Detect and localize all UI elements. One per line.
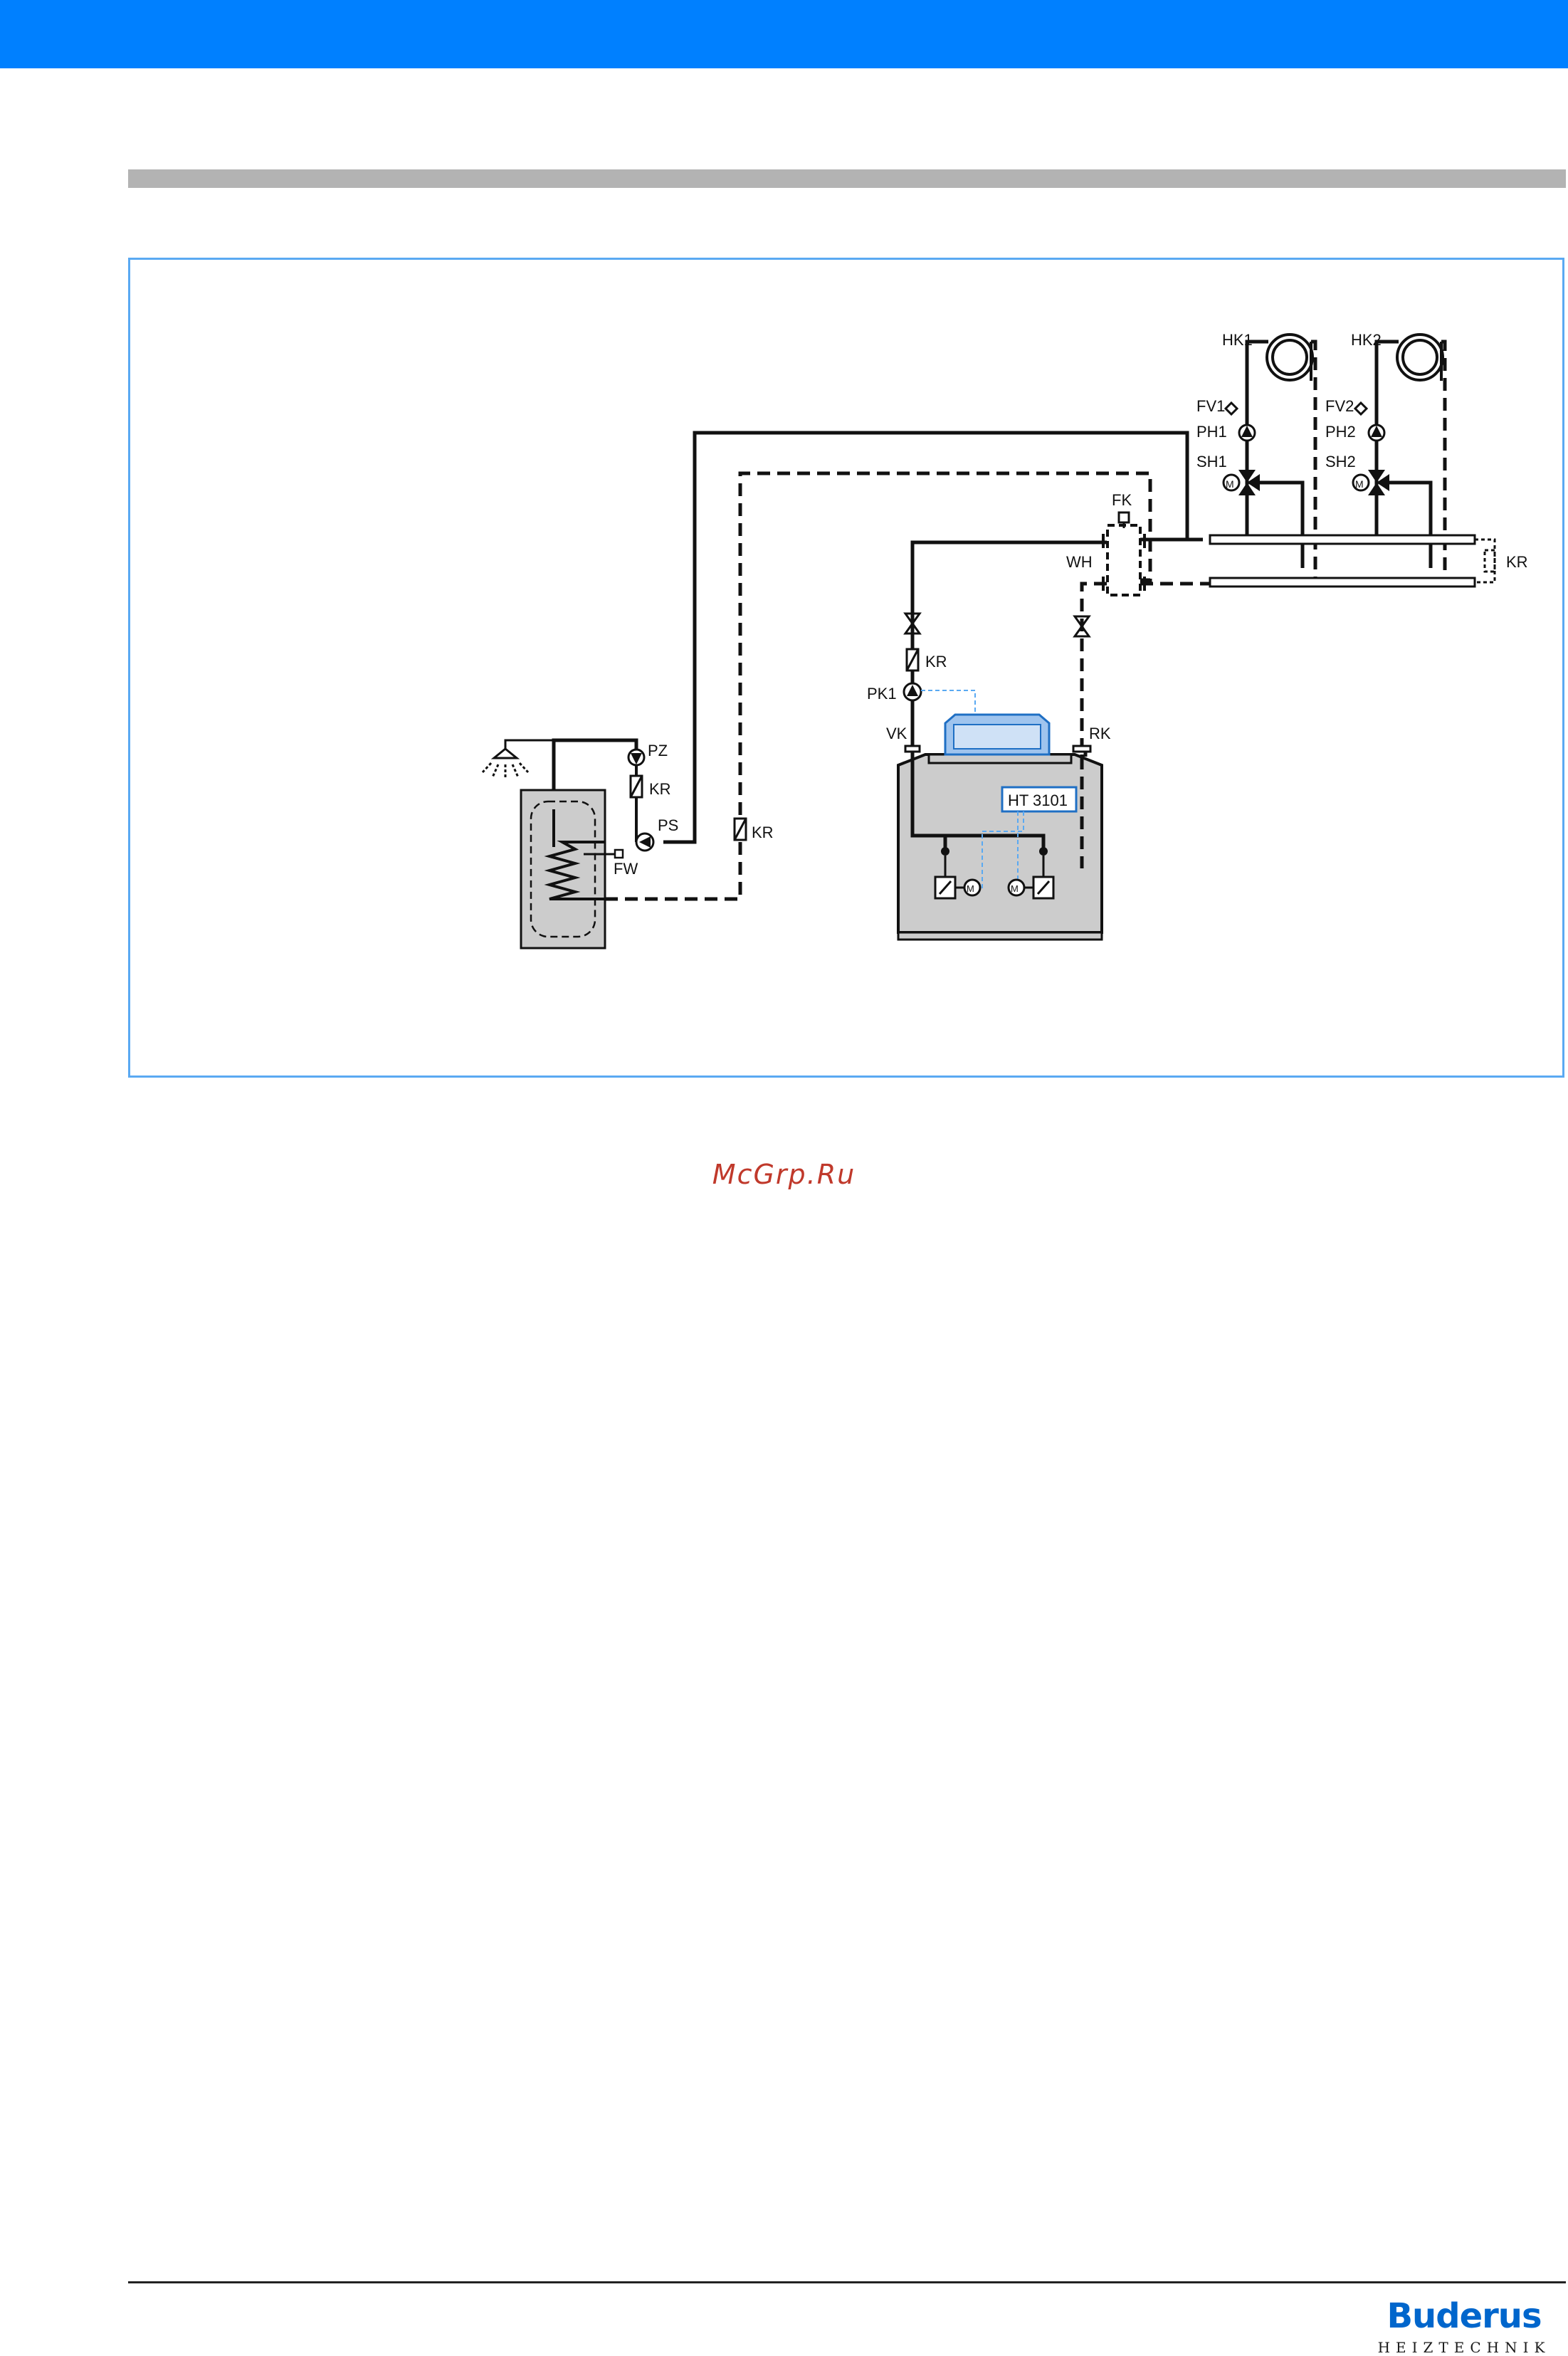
label-fw: FW [614, 860, 638, 878]
motor-icon: M [1353, 475, 1369, 490]
boiler [898, 746, 1102, 940]
label-kr-boiler: KR [925, 653, 947, 670]
motor-icon: M [1009, 880, 1024, 895]
pump-icon [904, 683, 921, 700]
label-ph2: PH2 [1325, 423, 1356, 441]
label-hk2: HK2 [1351, 331, 1382, 349]
svg-text:M: M [1355, 478, 1364, 490]
label-vk: VK [886, 725, 907, 742]
label-pk1: PK1 [867, 685, 897, 703]
footer-rule [128, 2281, 1566, 2283]
pump-icon [636, 833, 653, 851]
controller-unit [945, 715, 1049, 754]
heating-manifold [1210, 535, 1475, 587]
label-rk: RK [1089, 725, 1111, 742]
hydraulic-separator [1103, 512, 1145, 595]
check-valve-icon [1226, 403, 1237, 414]
radiator-icon [1397, 335, 1443, 380]
pump-icon [1369, 425, 1384, 441]
check-valve-icon [1355, 403, 1367, 414]
label-fk: FK [1112, 491, 1132, 509]
svg-text:M: M [1226, 478, 1234, 490]
label-sh2: SH2 [1325, 453, 1356, 470]
heating-circuit-hk1: M HK1 FV1 PH1 SH1 [1196, 331, 1312, 495]
label-hk1: HK1 [1222, 331, 1253, 349]
label-ph1: PH1 [1196, 423, 1227, 441]
label-kr-storage: KR [752, 824, 774, 841]
manifold-end-check-valve-icon [1475, 540, 1495, 582]
label-pz: PZ [648, 742, 668, 759]
shower-icon [483, 740, 554, 779]
watermark-text: McGrp.Ru [0, 1159, 1568, 1190]
radiator-icon [1267, 335, 1312, 380]
brand-name: Buderus [1364, 2298, 1564, 2335]
label-sh1: SH1 [1196, 453, 1227, 470]
label-kr-manifold: KR [1506, 553, 1528, 571]
dhw-storage-tank [521, 790, 623, 948]
svg-text:M: M [967, 883, 974, 894]
brand-logo: Buderus HEIZTECHNIK [1364, 2298, 1564, 2356]
check-valve-icon [631, 776, 642, 797]
check-valve-icon [907, 649, 918, 670]
motor-icon: M [964, 880, 980, 895]
check-valve-icon [735, 819, 746, 840]
heating-circuit-hk2: M HK2 FV2 PH2 SH2 [1325, 331, 1443, 495]
svg-text:M: M [1011, 883, 1019, 894]
motor-icon: M [1224, 475, 1239, 490]
label-fv2: FV2 [1325, 397, 1354, 415]
mixing-valve-icon [1368, 470, 1389, 495]
pump-icon [1239, 425, 1255, 441]
mixing-valve-icon [1238, 470, 1260, 495]
label-kr-circulation: KR [649, 780, 671, 798]
pump-icon [628, 750, 644, 765]
label-ps: PS [658, 816, 678, 834]
label-fv1: FV1 [1196, 397, 1225, 415]
controller-label: HT 3101 [1008, 792, 1068, 809]
label-wh: WH [1066, 553, 1093, 571]
sensor-icon [615, 850, 623, 858]
brand-tagline: HEIZTECHNIK [1364, 2339, 1564, 2356]
